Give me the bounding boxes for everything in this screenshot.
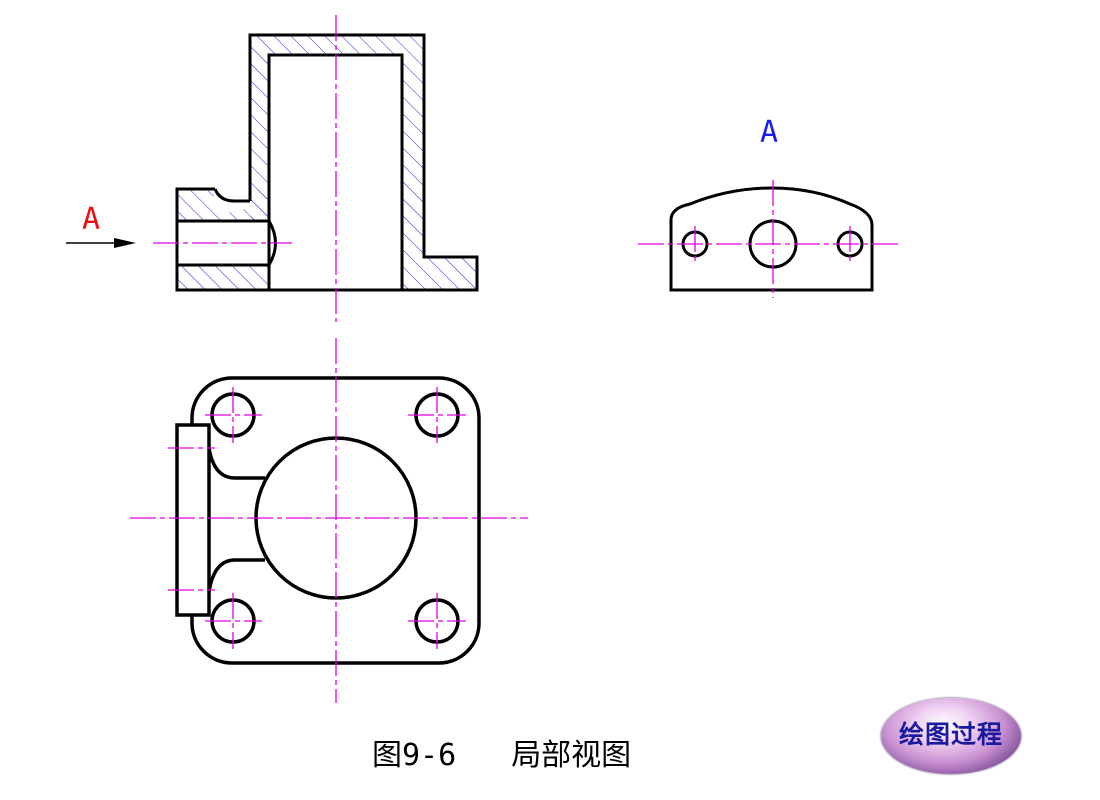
view-arrow-label: A xyxy=(82,202,101,237)
section-hatching xyxy=(177,35,477,290)
figure-number: 图9-6 xyxy=(372,738,457,773)
view-direction-arrow xyxy=(66,238,136,248)
figure-caption: 图9-6 局部视图 xyxy=(372,730,631,774)
aux-view-label: A xyxy=(760,115,779,150)
front-outline xyxy=(175,33,479,292)
button-oval xyxy=(881,698,1021,774)
top-view-centerlines xyxy=(130,338,528,703)
front-section-view xyxy=(153,15,479,322)
partial-view-centerlines xyxy=(638,180,902,298)
drawing-process-button[interactable]: 绘图过程 xyxy=(877,692,1025,778)
side-boss xyxy=(175,423,211,617)
figure-title: 局部视图 xyxy=(511,738,632,773)
front-centerlines xyxy=(153,15,337,322)
top-view xyxy=(130,338,528,703)
partial-view-a xyxy=(638,180,902,298)
partial-view-outline xyxy=(669,186,874,292)
drawing-process-label: 绘图过程 xyxy=(898,720,1003,749)
